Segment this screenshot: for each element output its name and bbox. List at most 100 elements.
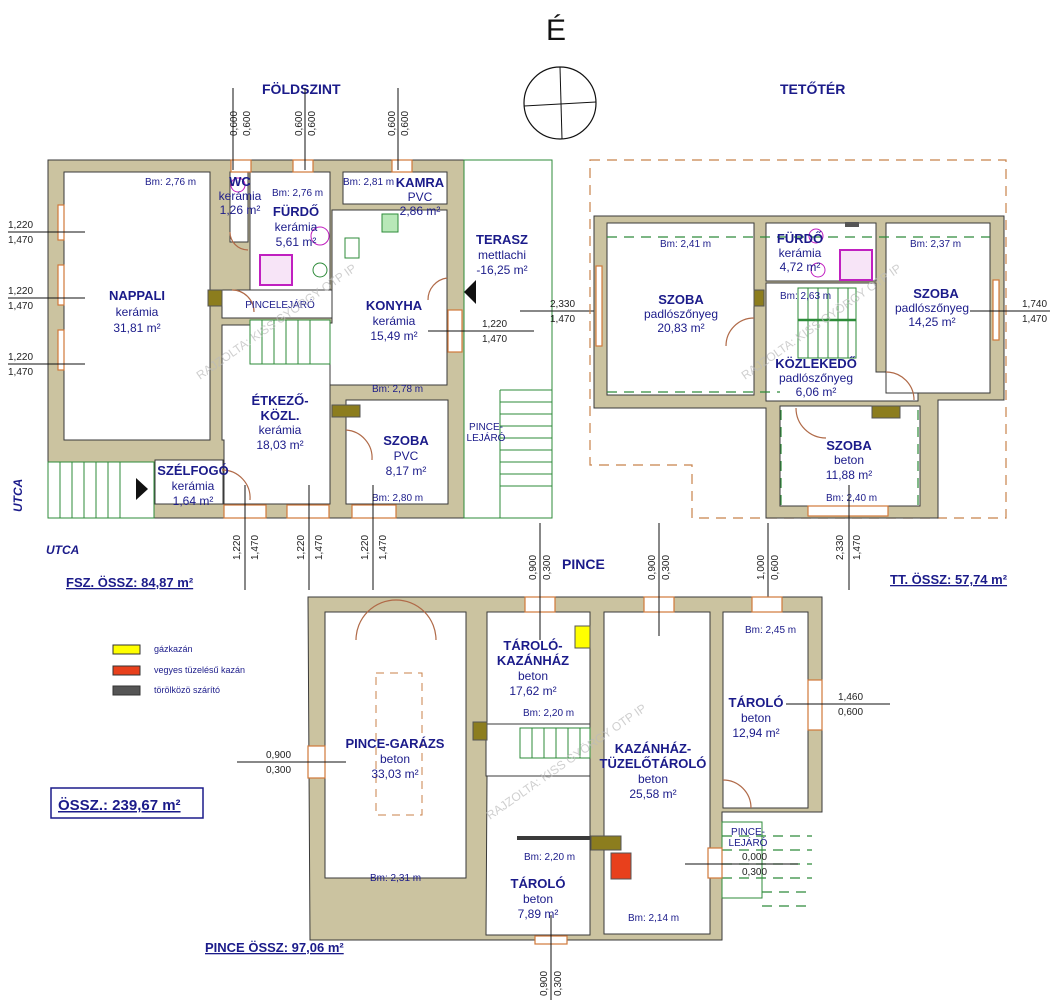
towel-dryer-icon (590, 835, 622, 851)
window (57, 204, 65, 241)
window (391, 159, 413, 173)
kitchen-sink-icon (344, 237, 360, 259)
legend-swatch-mixed-boiler (112, 665, 141, 676)
svg-text:0,600: 0,600 (307, 111, 318, 136)
sink-icon (810, 262, 826, 278)
boiler-icon (312, 262, 328, 278)
svg-text:TÜZELŐTÁROLÓ: TÜZELŐTÁROLÓ (600, 756, 707, 771)
room-area: 1,64 m² (173, 494, 214, 508)
toilet-icon (808, 228, 824, 244)
svg-text:0,300: 0,300 (542, 555, 553, 580)
terrace-stairs (499, 389, 552, 518)
room-name: TERASZ (476, 232, 528, 247)
room-name: PINCE- (469, 422, 503, 433)
room-name: NAPPALI (109, 288, 165, 303)
basement-floor (307, 596, 823, 945)
door (427, 277, 448, 301)
room-szoba-ground (345, 399, 449, 505)
svg-text:beton: beton (380, 752, 410, 766)
svg-text:SZOBA: SZOBA (826, 438, 872, 453)
svg-text:11,88 m²: 11,88 m² (826, 468, 872, 482)
window (707, 847, 723, 879)
svg-text:1,470: 1,470 (1022, 314, 1047, 325)
svg-text:beton: beton (523, 892, 553, 906)
room-floor: PVC (394, 449, 419, 463)
svg-text:SZOBA: SZOBA (913, 286, 959, 301)
svg-text:beton: beton (518, 669, 548, 683)
basement-dimensions: 0,900 0,300 0,900 0,300 0,900 0,300 1,46… (237, 523, 890, 1000)
svg-text:0,600: 0,600 (294, 111, 305, 136)
svg-text:0,600: 0,600 (400, 111, 411, 136)
legend-swatch-towel-dryer (112, 685, 141, 696)
total-basement: PINCE ÖSSZ: 97,06 m² (205, 940, 344, 955)
room-area: 18,03 m² (256, 438, 303, 452)
svg-text:0,300: 0,300 (661, 555, 672, 580)
svg-text:0,000: 0,000 (742, 852, 767, 863)
room-kamra (342, 171, 448, 205)
svg-text:7,89 m²: 7,89 m² (518, 907, 559, 921)
svg-text:padlószőnyeg: padlószőnyeg (644, 307, 718, 321)
bm-label: Bm: 2,81 m (343, 177, 394, 188)
room-pince-garazs (324, 611, 467, 879)
mixed-fuel-boiler-icon (610, 852, 632, 880)
svg-text:KAZÁNHÁZ-: KAZÁNHÁZ- (615, 741, 692, 756)
svg-text:33,03 m²: 33,03 m² (371, 767, 418, 781)
garage-door (355, 599, 437, 641)
svg-text:Bm: 2,20 m: Bm: 2,20 m (524, 852, 575, 863)
svg-text:TÁROLÓ-: TÁROLÓ- (503, 638, 562, 653)
svg-text:beton: beton (638, 772, 668, 786)
svg-text:1,470: 1,470 (482, 334, 507, 345)
level-label-basement: PINCE (562, 556, 605, 572)
svg-text:0,900: 0,900 (539, 971, 550, 996)
room-floor: kerámia (259, 423, 302, 437)
window (595, 265, 603, 347)
svg-text:LEJÁRÓ: LEJÁRÓ (729, 836, 768, 849)
north-label: É (546, 14, 566, 47)
door (231, 289, 255, 313)
external-basement-stairs (721, 821, 812, 907)
window (992, 279, 1000, 341)
towel-dryer-icon (331, 404, 361, 418)
room-area: 2,86 m² (400, 204, 441, 218)
svg-text:SZOBA: SZOBA (658, 292, 704, 307)
svg-text:PINCE-GARÁZS: PINCE-GARÁZS (346, 736, 445, 751)
roof-outline (589, 159, 1007, 519)
room-floor: kerámia (219, 189, 262, 203)
terrace-outline (463, 159, 553, 519)
window (351, 504, 397, 519)
room-tarolo-kazanhaz (486, 611, 591, 725)
room-name: PINCELEJÁRÓ (245, 298, 315, 311)
svg-text:1,470: 1,470 (8, 235, 33, 246)
room-floor: mettlachi (478, 248, 526, 262)
total-ground: FSZ. ÖSSZ: 84,87 m² (66, 575, 194, 590)
door (221, 469, 251, 501)
window (57, 329, 65, 371)
svg-text:KAZÁNHÁZ: KAZÁNHÁZ (497, 653, 569, 668)
room-name: SZOBA (383, 433, 429, 448)
legend: gázkazán vegyes tüzelésű kazán törölközö… (112, 644, 245, 696)
room-area: -16,25 m² (476, 263, 527, 277)
svg-text:1,220: 1,220 (8, 220, 33, 231)
bm-label: Bm: 2,76 m (272, 188, 323, 199)
terrace-entrance-arrow-icon (464, 280, 476, 304)
svg-text:Bm: 2,37 m: Bm: 2,37 m (910, 239, 961, 250)
svg-text:1,470: 1,470 (852, 535, 863, 560)
towel-dryer-icon (207, 289, 223, 307)
svg-text:FÜRDŐ: FÜRDŐ (777, 231, 823, 246)
svg-text:1,220: 1,220 (8, 352, 33, 363)
room-floor: kerámia (275, 220, 318, 234)
svg-text:Bm: 2,40 m: Bm: 2,40 m (826, 493, 877, 504)
total-attic: TT. ÖSSZ: 57,74 m² (890, 572, 1008, 587)
svg-text:beton: beton (834, 453, 864, 467)
room-area: 15,49 m² (370, 329, 417, 343)
svg-text:12,94 m²: 12,94 m² (732, 726, 779, 740)
stove-icon (381, 213, 399, 233)
bm-label: Bm: 2,80 m (372, 493, 423, 504)
legend-swatch-gas-boiler (112, 644, 141, 655)
svg-text:0,900: 0,900 (647, 555, 658, 580)
window (807, 679, 823, 731)
door (722, 779, 752, 809)
svg-text:TÁROLÓ: TÁROLÓ (511, 876, 566, 891)
svg-text:0,900: 0,900 (528, 555, 539, 580)
